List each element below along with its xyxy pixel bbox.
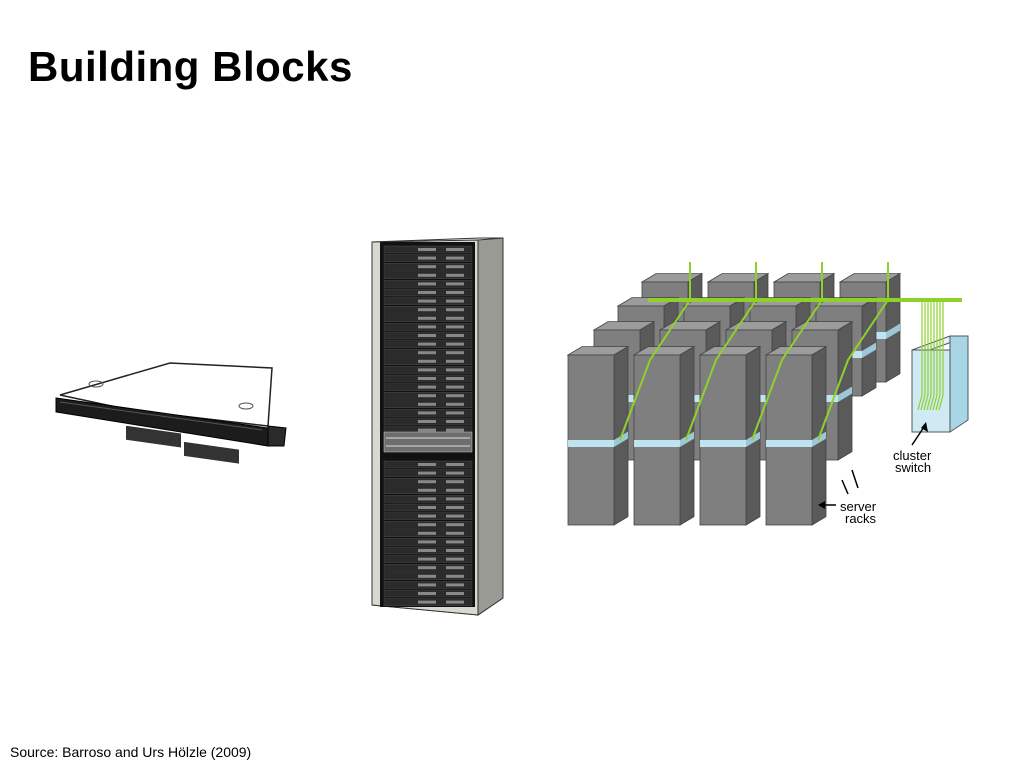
source-citation: Source: Barroso and Urs Hölzle (2009) [10, 744, 252, 760]
server-rack-image [371, 237, 504, 616]
cluster-image: cluster switch server racks [566, 262, 969, 526]
slide-title: Building Blocks [28, 43, 353, 90]
server-unit-image [55, 362, 287, 464]
server-racks-label-line1: server [840, 499, 877, 514]
cluster-switch [911, 300, 969, 433]
cluster-label-line2: switch [895, 460, 931, 475]
cluster-rack [764, 345, 828, 526]
cluster-rack [698, 345, 762, 526]
cluster-rack [566, 345, 630, 526]
cluster-label-line1: cluster [893, 448, 932, 463]
cluster-rack [632, 345, 696, 526]
server-racks-label-line2: racks [845, 511, 877, 526]
